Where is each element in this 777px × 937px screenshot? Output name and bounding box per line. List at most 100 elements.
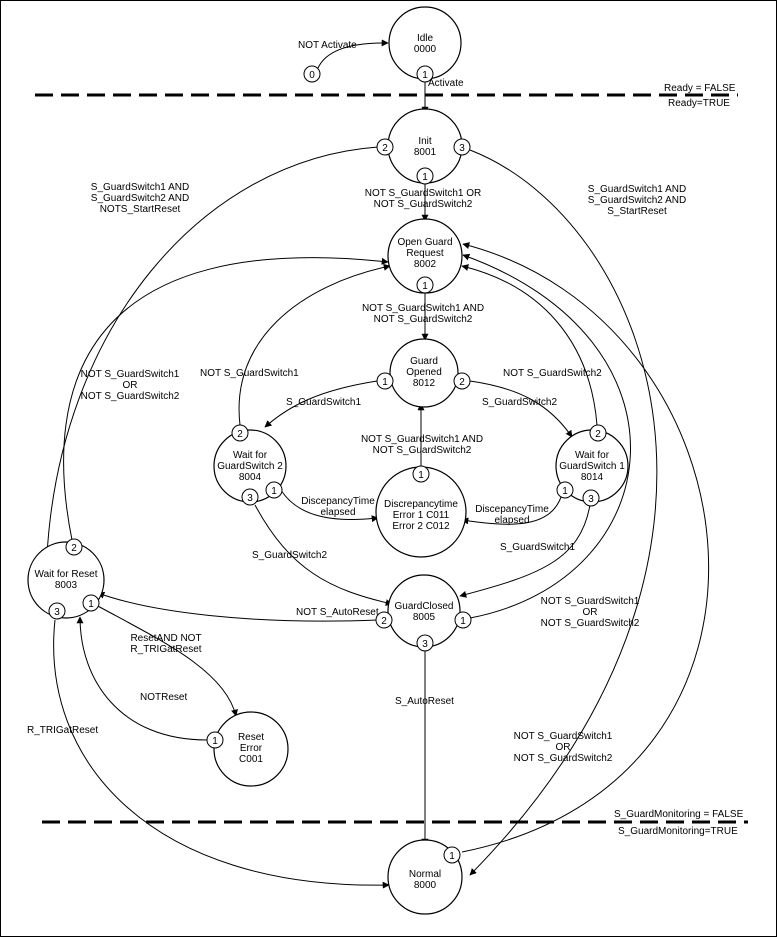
svg-text:1: 1 [562, 486, 568, 497]
label-init-down-2: NOT S_GuardSwitch2 [374, 199, 473, 210]
port-w2-2: 2 [231, 424, 249, 442]
state-ogr-line1: Open Guard [397, 237, 452, 248]
label-init-right-2: S_GuardSwitch2 AND [588, 195, 686, 206]
state-reset-error: Reset Error C001 [213, 711, 289, 787]
port-wr-1: 1 [82, 594, 100, 612]
port-wr-2: 2 [65, 538, 83, 556]
edge-waitreset-normal [53, 619, 390, 889]
label-init-left-1: S_GuardSwitch1 AND [91, 182, 189, 193]
svg-text:1: 1 [418, 470, 424, 481]
label-w2-up: NOT S_GuardSwitch1 [200, 368, 299, 379]
label-w1-disc-2: elapsed [494, 515, 529, 526]
label-wr-re-2: R_TRIGatReset [130, 644, 201, 655]
svg-text:2: 2 [381, 616, 387, 627]
svg-text:1: 1 [449, 851, 455, 862]
label-disc-up-1: NOT S_GuardSwitch1 AND [361, 434, 483, 445]
label-not-activate: NOT Activate [298, 40, 357, 51]
state-init-name: Init [418, 136, 432, 147]
svg-text:2: 2 [382, 143, 388, 154]
svg-text:2: 2 [71, 543, 77, 554]
edge-gc-waitreset [97, 591, 379, 622]
state-ogr-code: 8002 [414, 259, 437, 270]
svg-text:1: 1 [422, 172, 428, 183]
label-wr-n: R_TRIGatReset [27, 725, 98, 736]
state-w1-code: 8014 [581, 472, 604, 483]
svg-text:1: 1 [422, 281, 428, 292]
state-w1-line2: GuardSwitch 1 [559, 461, 625, 472]
port-gc-3: 3 [416, 634, 434, 652]
state-wr-code: 8003 [55, 580, 78, 591]
label-gc-wr: NOT S_AutoReset [296, 607, 379, 618]
state-go-code: 8012 [413, 378, 436, 389]
svg-text:2: 2 [595, 429, 601, 440]
svg-text:2: 2 [237, 429, 243, 440]
port-w1-2: 2 [589, 424, 607, 442]
state-disc-line3: Error 2 C012 [392, 521, 450, 532]
state-open-guard-request: Open Guard Request 8002 [387, 218, 463, 294]
label-wr-up-2: OR [123, 380, 138, 391]
port-go-2: 2 [453, 372, 471, 390]
svg-text:1: 1 [422, 70, 428, 81]
port-w2-1: 1 [265, 481, 283, 499]
state-normal: Normal 8000 [387, 839, 463, 915]
state-w2-code: 8004 [239, 472, 262, 483]
edge-waitreset-ogr [63, 257, 389, 541]
port-gc-2: 2 [375, 611, 393, 629]
label-ogr-down-2: NOT S_GuardSwitch2 [374, 314, 473, 325]
state-init-code: 8001 [414, 147, 437, 158]
label-wr-up-3: NOT S_GuardSwitch2 [81, 391, 180, 402]
svg-text:1: 1 [460, 616, 466, 627]
state-wr-name: Wait for Reset [35, 569, 98, 580]
edge-w1-disc [461, 489, 564, 525]
port-idle-1: 1 [416, 65, 434, 83]
svg-text:3: 3 [459, 143, 465, 154]
port-idle-0: 0 [303, 65, 321, 83]
label-go-left: S_GuardSwitch1 [286, 397, 361, 408]
edge-not-activate [317, 39, 389, 69]
monitoring-false-label: S_GuardMonitoring = FALSE [614, 809, 744, 820]
state-gc-name: GuardClosed [395, 601, 454, 612]
state-normal-code: 8000 [414, 880, 437, 891]
state-go-line2: Opened [406, 367, 442, 378]
label-go-right: S_GuardSwitch2 [482, 397, 557, 408]
label-n-ogr-2: OR [556, 742, 571, 753]
state-w2-line2: GuardSwitch 2 [217, 461, 283, 472]
edge-w2-gc [254, 504, 393, 607]
label-init-left-3: NOTS_StartReset [100, 204, 181, 215]
label-n-ogr-3: NOT S_GuardSwitch2 [514, 753, 613, 764]
label-gc-ogr-1: NOT S_GuardSwitch1 [541, 596, 640, 607]
label-disc-up-2: NOT S_GuardSwitch2 [373, 445, 472, 456]
edge-normal-ogr [461, 242, 710, 853]
label-w1-disc-1: DiscepancyTime [475, 504, 549, 515]
edge-w2-disc [280, 489, 379, 523]
svg-text:3: 3 [588, 494, 594, 505]
state-idle: Idle 0000 [388, 6, 462, 80]
state-w1-line1: Wait for [575, 450, 610, 461]
label-re-wr: NOTReset [140, 692, 187, 703]
port-w1-3: 3 [582, 489, 600, 507]
state-re-line2: Error [240, 743, 263, 754]
monitoring-true-label: S_GuardMonitoring=TRUE [618, 826, 738, 837]
state-guard-closed: GuardClosed 8005 [387, 574, 461, 648]
port-gc-1: 1 [454, 611, 472, 629]
label-activate: Activate [428, 78, 464, 89]
edge-waitreset-reseterror [95, 604, 238, 717]
svg-text:3: 3 [422, 639, 428, 650]
state-guard-opened: Guard Opened 8012 [389, 338, 459, 408]
svg-text:1: 1 [212, 736, 218, 747]
label-w2-disc-2: elapsed [320, 507, 355, 518]
port-n-1: 1 [443, 846, 461, 864]
label-w2-gc: S_GuardSwitch2 [252, 550, 327, 561]
svg-text:3: 3 [54, 607, 60, 618]
port-w2-3: 3 [241, 488, 259, 506]
state-ogr-line2: Request [406, 248, 443, 259]
port-w1-1: 1 [556, 481, 574, 499]
state-disc-line2: Error 1 C011 [393, 510, 450, 521]
label-wr-re-1: ResetAND NOT [130, 633, 201, 644]
ready-false-label: Ready = FALSE [664, 83, 736, 94]
port-init-1: 1 [416, 167, 434, 185]
state-re-line1: Reset [238, 732, 264, 743]
edge-reseterror-waitreset [76, 616, 208, 741]
edge-go-w1 [469, 380, 573, 438]
